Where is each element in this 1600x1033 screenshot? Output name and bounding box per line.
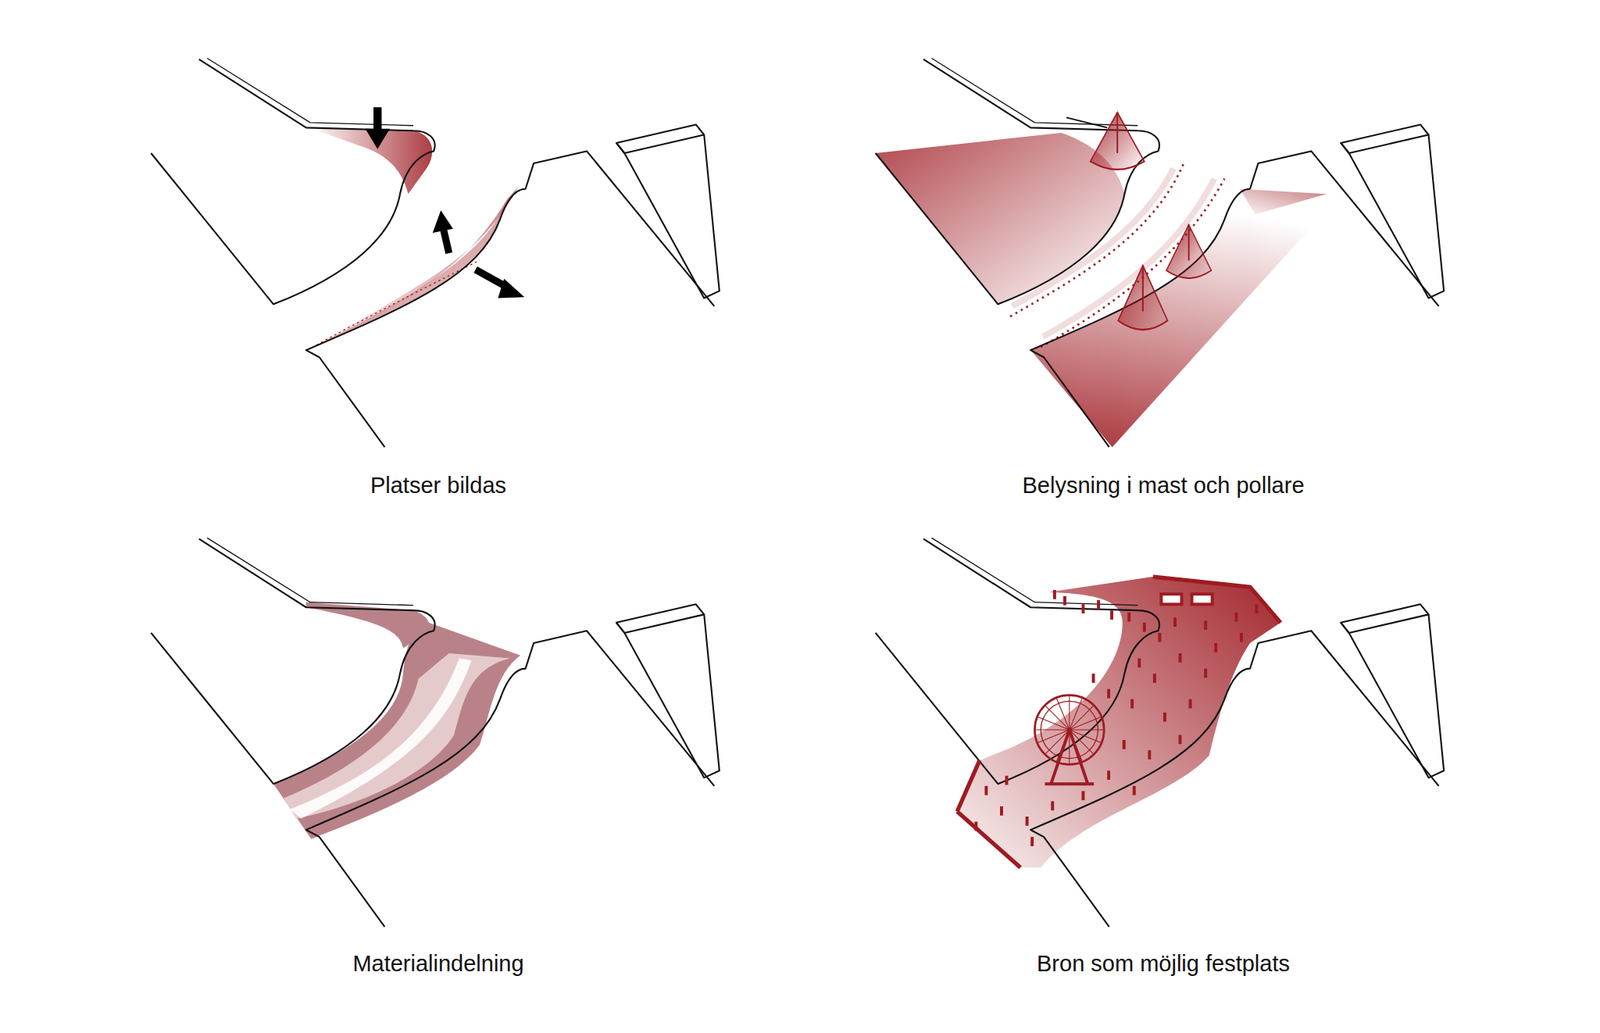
panel-festival	[875, 537, 1445, 927]
panel-places	[150, 58, 720, 448]
panel-materials	[150, 537, 720, 927]
caption: Platser bildas	[370, 472, 507, 499]
caption: Bron som möjlig festplats	[1036, 950, 1290, 977]
caption: Materialindelning	[352, 950, 524, 977]
panel-lighting	[875, 58, 1445, 448]
people	[974, 589, 1258, 847]
caption: Belysning i mast och pollare	[1021, 472, 1304, 499]
